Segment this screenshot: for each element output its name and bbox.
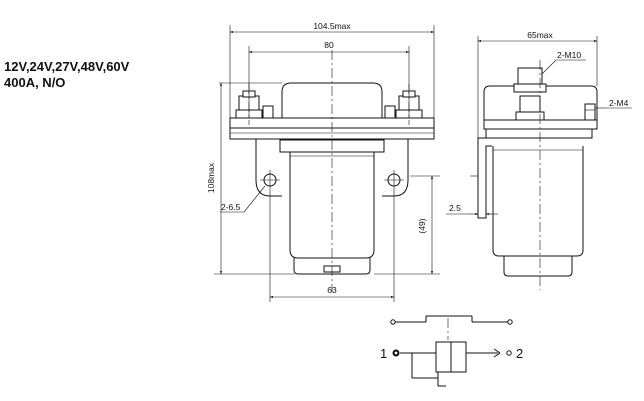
overall-width-dim: 104.5max xyxy=(313,21,351,31)
body-height-dim: (49) xyxy=(417,218,427,233)
overall-depth-dim: 65max xyxy=(527,30,553,40)
main-thread-dim: 2-M10 xyxy=(557,50,581,60)
coil-thread-dim: 2-M4 xyxy=(609,98,629,108)
overall-height-dim: 108max xyxy=(206,162,216,193)
side-view: 65max 2-M10 2-M4 2.5 xyxy=(446,30,632,290)
terminal-2-label: 2 xyxy=(516,346,523,361)
mount-spacing-dim: 63 xyxy=(327,285,337,295)
bracket-thickness-dim: 2.5 xyxy=(449,203,461,213)
mount-hole-dim: 2-6.5 xyxy=(221,202,241,212)
current-rating-spec: 400A, N/O xyxy=(4,75,66,90)
front-view: 104.5max 80 108max 2-6.5 63 (49) xyxy=(206,21,440,302)
terminal-spacing-dim: 80 xyxy=(324,40,334,50)
circuit-schematic: 1 2 xyxy=(380,315,523,387)
terminal-1-label: 1 xyxy=(380,346,387,361)
voltage-spec: 12V,24V,27V,48V,60V xyxy=(4,59,130,74)
